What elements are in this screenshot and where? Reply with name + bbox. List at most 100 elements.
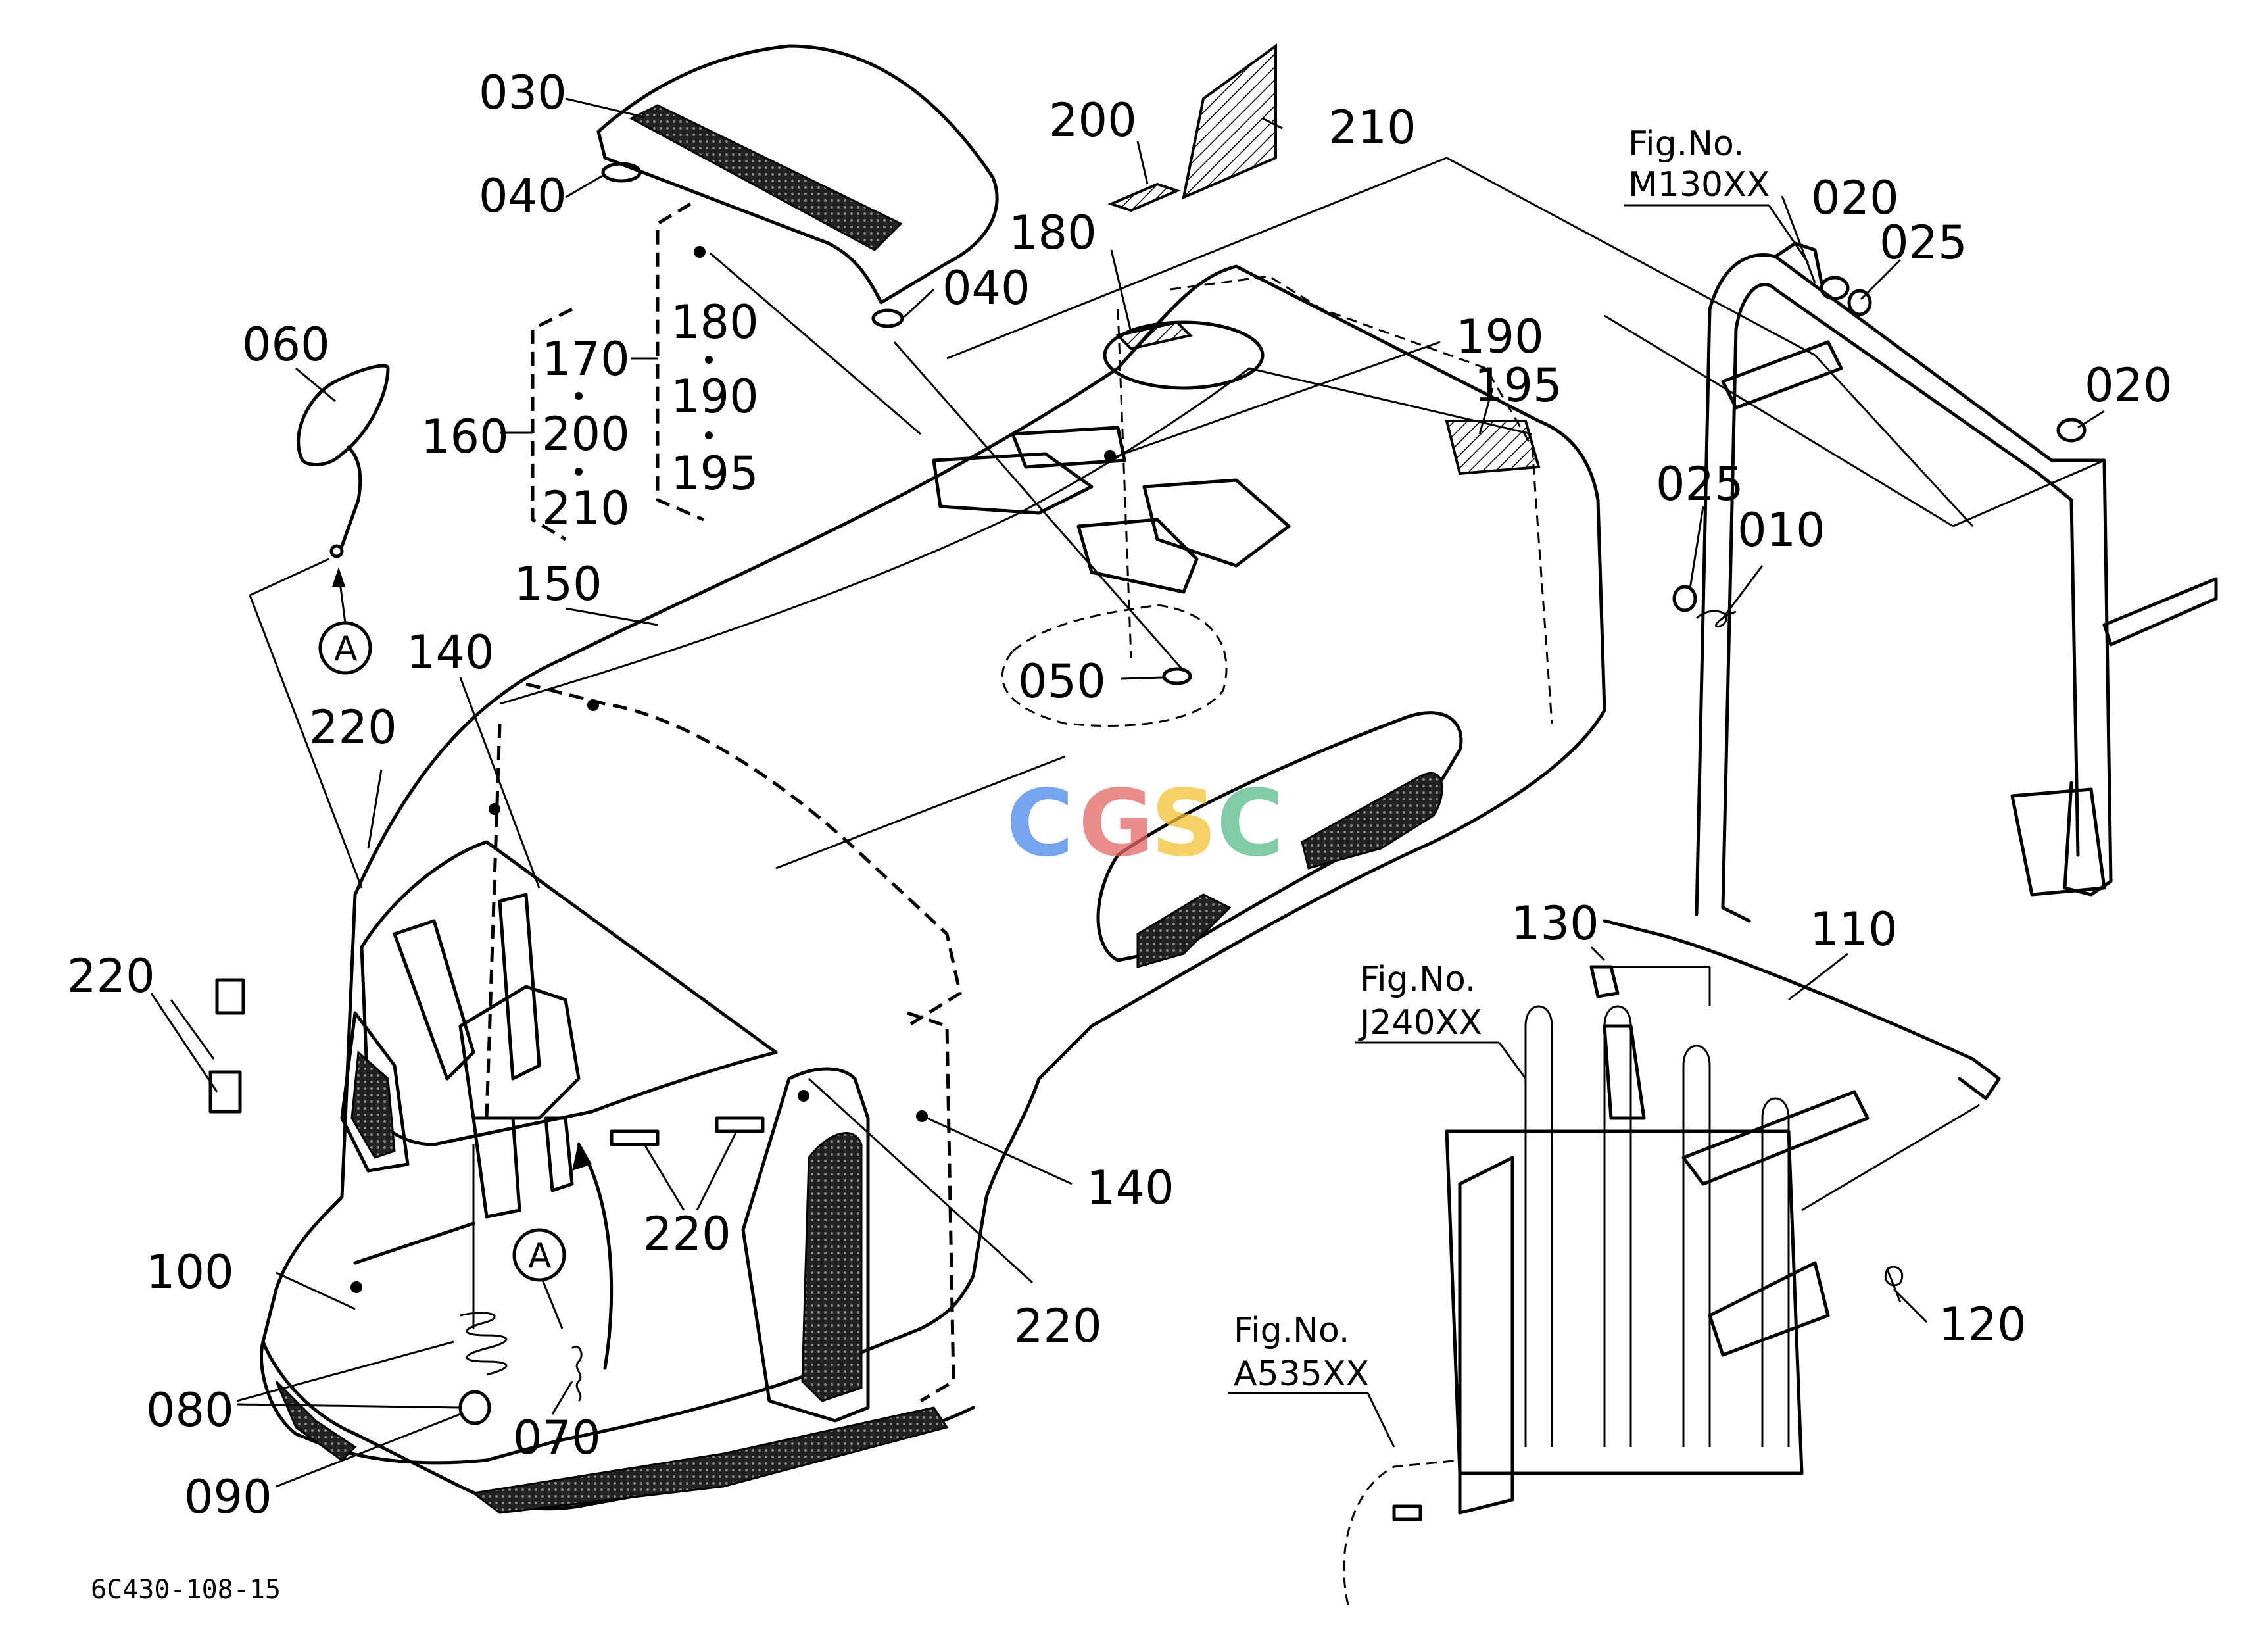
top-cover-shell bbox=[596, 44, 999, 305]
leader-dots bbox=[350, 246, 1116, 1293]
radiator-side-plate-left bbox=[1458, 1156, 1514, 1515]
latch-lower-plate bbox=[471, 1116, 521, 1219]
list-sep-200 bbox=[575, 468, 583, 476]
label-160: 160 bbox=[421, 410, 509, 464]
radiator-frame-box bbox=[1445, 1129, 1804, 1475]
label-060: 060 bbox=[242, 318, 330, 372]
leader-220-b2 bbox=[150, 993, 218, 1093]
top-cover-grille bbox=[629, 104, 903, 251]
figref-a535-title: Fig.No. bbox=[1234, 1311, 1349, 1350]
bumper-grille-left bbox=[275, 1380, 357, 1462]
grommet-area-outline bbox=[1001, 604, 1228, 727]
leader-180-list bbox=[710, 252, 921, 435]
figref-m130-title: Fig.No. bbox=[1628, 124, 1744, 164]
radiator-bracket bbox=[1681, 1090, 1870, 1186]
label-170: 170 bbox=[542, 332, 630, 386]
connect-line-5 bbox=[1952, 459, 2105, 528]
label-010: 010 bbox=[1737, 503, 1825, 557]
leader-060 bbox=[295, 367, 336, 403]
leader-020-a bbox=[1781, 195, 1816, 283]
leader-lines bbox=[150, 97, 2105, 1488]
leader-210-top bbox=[1262, 117, 1283, 130]
decal-200 bbox=[1107, 182, 1181, 212]
leader-025-a bbox=[1860, 258, 1902, 301]
front-latch-mechanism bbox=[393, 893, 581, 1219]
figref-a535: Fig.No. A535XX bbox=[1228, 1311, 1395, 1448]
decal-220-c bbox=[610, 1129, 660, 1146]
rollbar-left-leg bbox=[1721, 327, 1751, 923]
top-cover-030 bbox=[596, 44, 999, 305]
bolt-020-b bbox=[2056, 418, 2087, 443]
rollbar-outer bbox=[1708, 253, 2113, 897]
radiator-assembly bbox=[1445, 1005, 1870, 1515]
figref-m130-leader bbox=[1768, 205, 1810, 264]
left-side-grille bbox=[340, 1011, 410, 1173]
bracket-180-list bbox=[656, 202, 704, 522]
spring-080 bbox=[460, 1312, 508, 1376]
callout-a-lower-circle bbox=[512, 1228, 566, 1282]
bonnet-assembly bbox=[259, 264, 1606, 1514]
leader-020-b bbox=[2077, 410, 2105, 429]
hood-opening-2 bbox=[1011, 426, 1126, 469]
callout-a-lower-arrow bbox=[541, 1279, 564, 1329]
label-120: 120 bbox=[1939, 1298, 2027, 1352]
label-200-top: 200 bbox=[1049, 93, 1137, 147]
pin-010 bbox=[1695, 610, 1737, 628]
front-panel-outline bbox=[525, 682, 962, 1028]
hood-opening-4 bbox=[1076, 518, 1199, 594]
leader-080b bbox=[236, 1403, 461, 1409]
leader-030 bbox=[565, 97, 645, 118]
dot-190 bbox=[1104, 450, 1116, 462]
leader-110 bbox=[1788, 952, 1848, 1001]
label-020-a: 020 bbox=[1811, 171, 1899, 225]
label-100: 100 bbox=[146, 1245, 234, 1299]
label-195: 195 bbox=[1474, 358, 1562, 412]
mirror-060 bbox=[297, 364, 390, 558]
label-070: 070 bbox=[513, 1411, 601, 1465]
filler-opening bbox=[1103, 320, 1265, 390]
label-190: 190 bbox=[1456, 310, 1544, 364]
decal-210 bbox=[1182, 43, 1277, 200]
watermark-logo: C G S C bbox=[1006, 770, 1284, 877]
callout-a-upper-text: A bbox=[334, 629, 358, 669]
connect-line-1 bbox=[946, 157, 1447, 360]
callout-a-lower-text: A bbox=[528, 1237, 552, 1276]
label-210-top: 210 bbox=[1328, 101, 1416, 155]
list-sep-180 bbox=[705, 356, 713, 364]
spring-070 bbox=[571, 1346, 583, 1402]
hood-opening-3 bbox=[1142, 478, 1291, 568]
leader-220-a bbox=[367, 769, 383, 849]
leader-220-c2 bbox=[696, 1131, 738, 1211]
leader-040-top bbox=[565, 173, 606, 199]
label-210-list: 210 bbox=[542, 481, 630, 535]
watermark-letter-4: C bbox=[1217, 770, 1284, 877]
leader-200-top bbox=[1136, 141, 1149, 185]
label-180-top: 180 bbox=[1009, 206, 1097, 260]
watermark-letter-3: S bbox=[1151, 770, 1217, 877]
leader-120 bbox=[1893, 1288, 1928, 1323]
bolt-020-a bbox=[1820, 276, 1850, 301]
watermark-letter-2: G bbox=[1078, 770, 1154, 877]
decal-195 bbox=[1445, 420, 1541, 476]
figref-a535-leader bbox=[1366, 1392, 1395, 1448]
leader-195 bbox=[1478, 387, 1494, 435]
washer-025-b bbox=[1672, 585, 1697, 612]
leader-010 bbox=[1722, 565, 1764, 619]
bonnet-ridge bbox=[499, 367, 1533, 705]
radiator-tube-bends bbox=[1524, 1005, 1790, 1119]
right-front-panel bbox=[741, 1067, 870, 1423]
label-195-list: 195 bbox=[671, 447, 759, 501]
label-025-a: 025 bbox=[1879, 216, 1967, 270]
connect-line-hood bbox=[775, 755, 1066, 870]
decal-220-b bbox=[208, 1070, 242, 1114]
bracket-160-list bbox=[531, 307, 573, 541]
label-180-list: 180 bbox=[671, 295, 759, 349]
dot-180-list bbox=[694, 246, 706, 258]
connect-line-4 bbox=[1604, 314, 1954, 528]
leader-220-d bbox=[808, 1077, 1034, 1284]
clip-130 bbox=[1589, 965, 1620, 998]
leader-040-mid bbox=[903, 288, 935, 318]
mirror-stem bbox=[340, 445, 362, 548]
leader-080a bbox=[236, 1340, 454, 1402]
label-190-list: 190 bbox=[671, 370, 759, 424]
